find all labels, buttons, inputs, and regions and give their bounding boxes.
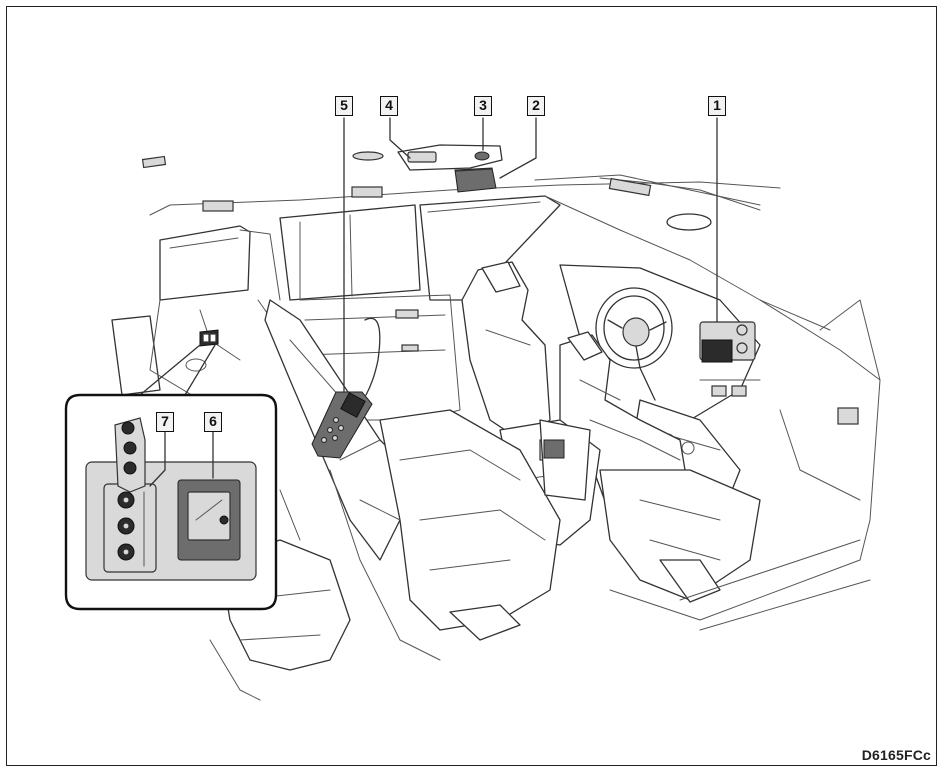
- callout-4: 4: [380, 96, 398, 116]
- figure-frame: [6, 6, 937, 766]
- rear-seats-outline: [111, 204, 421, 441]
- rear-console-panel: [539, 419, 591, 501]
- figure-code: D6165FCc: [861, 747, 931, 763]
- callout-2: 2: [527, 96, 545, 116]
- callout-7: 7: [156, 412, 174, 432]
- callout-6: 6: [204, 412, 222, 432]
- av-input-inset: [64, 329, 278, 611]
- callout-1: 1: [708, 96, 726, 116]
- callout-3: 3: [474, 96, 492, 116]
- roof-outline: [141, 151, 781, 231]
- floor-sill: [609, 519, 871, 631]
- second-row-seat: [264, 299, 561, 661]
- steering-wheel: [595, 287, 673, 401]
- overhead-rear-display: [397, 144, 503, 193]
- leader-lines: [149, 117, 718, 487]
- rear-door: [299, 195, 561, 421]
- callout-5: 5: [335, 96, 353, 116]
- wireless-remote: [311, 391, 373, 459]
